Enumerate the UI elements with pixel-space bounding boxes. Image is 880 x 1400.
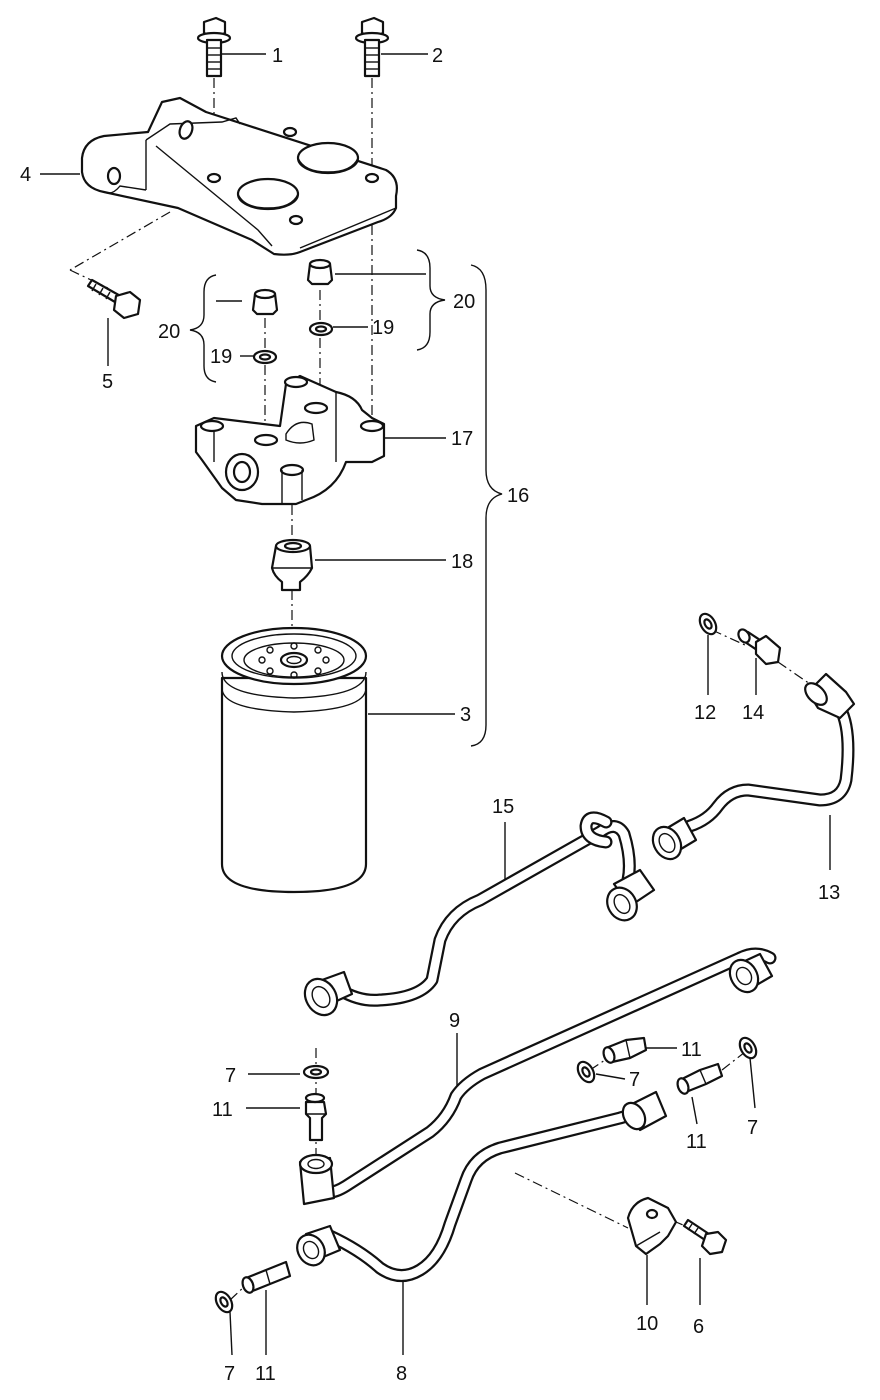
callout-20-right: 20 <box>453 291 475 313</box>
hose-13 <box>651 672 856 861</box>
callout-19-left: 19 <box>210 346 232 368</box>
seal-washer-7-c <box>738 1036 758 1060</box>
adapter-11-a <box>304 1092 328 1142</box>
callout-6: 6 <box>693 1316 704 1338</box>
seal-washer-12 <box>698 612 718 636</box>
callout-9: 9 <box>449 1010 460 1032</box>
plug-20-right <box>306 258 334 286</box>
fitting-18 <box>270 538 314 592</box>
filter-head-17 <box>194 374 386 506</box>
pipe-9 <box>298 947 777 1206</box>
mounting-bracket-4 <box>80 96 398 256</box>
banjo-bolt-14 <box>737 628 782 666</box>
callout-7-a: 7 <box>225 1065 236 1087</box>
callout-2: 2 <box>432 45 443 67</box>
seal-washer-7-b <box>576 1060 596 1084</box>
callout-7-d: 7 <box>224 1363 235 1385</box>
callout-5: 5 <box>102 371 113 393</box>
bolt-5 <box>86 278 142 320</box>
callout-11-a: 11 <box>212 1099 233 1121</box>
callout-16: 16 <box>507 485 529 507</box>
bracket-clip-10 <box>626 1196 678 1256</box>
bolt-6 <box>682 1218 728 1256</box>
callout-17: 17 <box>451 428 473 450</box>
callout-13: 13 <box>818 882 840 904</box>
callout-7-c: 7 <box>747 1117 758 1139</box>
callout-4: 4 <box>20 164 31 186</box>
adapter-11-b <box>602 1036 648 1064</box>
callout-14: 14 <box>742 702 764 724</box>
callout-3: 3 <box>460 704 471 726</box>
callout-8: 8 <box>396 1363 407 1385</box>
adapter-11-d <box>241 1260 292 1294</box>
callout-11-b: 11 <box>681 1039 702 1061</box>
callout-12: 12 <box>694 702 716 724</box>
callout-19-right: 19 <box>372 317 394 339</box>
seal-washer-7-a <box>302 1064 330 1080</box>
filter-cartridge-3 <box>220 626 368 894</box>
callout-11-c: 11 <box>686 1131 707 1153</box>
seal-washer-19-left <box>252 349 278 365</box>
hose-15 <box>303 811 656 1017</box>
callout-15: 15 <box>492 796 514 818</box>
seal-washer-7-d <box>214 1290 234 1314</box>
callout-1: 1 <box>272 45 283 67</box>
adapter-11-c <box>676 1062 724 1095</box>
callout-11-d: 11 <box>255 1363 276 1385</box>
callout-labels: 1 2 4 5 20 19 20 19 17 16 18 3 12 14 15 … <box>20 45 840 1385</box>
callout-18: 18 <box>451 551 473 573</box>
callout-7-b: 7 <box>629 1069 640 1091</box>
plug-20-left <box>251 288 279 316</box>
seal-washer-19-right <box>308 321 334 337</box>
group-braces <box>189 249 503 747</box>
bolt-1 <box>196 16 232 78</box>
bolt-2 <box>354 16 390 78</box>
callout-10: 10 <box>636 1313 658 1335</box>
callout-20-left: 20 <box>158 321 180 343</box>
pipe-8 <box>296 1090 668 1282</box>
